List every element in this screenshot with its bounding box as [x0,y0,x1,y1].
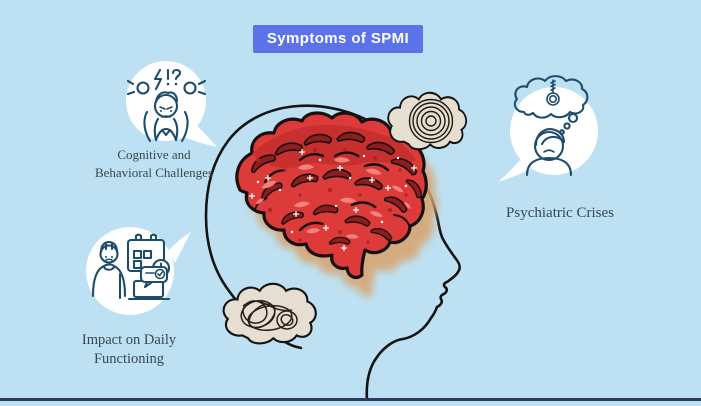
speech-bubble-daily [86,227,191,315]
bottom-edge-bar [0,398,701,401]
spiral-thought-cloud [387,91,468,151]
person-calendar-laptop-icon [91,233,171,301]
brain-illustration [235,111,428,280]
speech-bubble-cognitive [126,61,217,147]
callout-label-daily: Impact on Daily Functioning [81,332,177,367]
title-banner: Symptoms of SPMI [253,25,423,53]
callout-label-psychiatric: Psychiatric Crises [506,205,614,221]
tangled-thought-cloud [222,282,317,345]
callout-label-cognitive: Cognitive and Behavioral Challenges [94,147,214,180]
stressed-person-icon [126,68,207,143]
head-profile-outline [204,104,462,403]
speech-bubble-psychiatric [498,75,598,182]
page-title: Symptoms of SPMI [266,30,410,47]
suicidal-ideation-icon [513,75,589,177]
